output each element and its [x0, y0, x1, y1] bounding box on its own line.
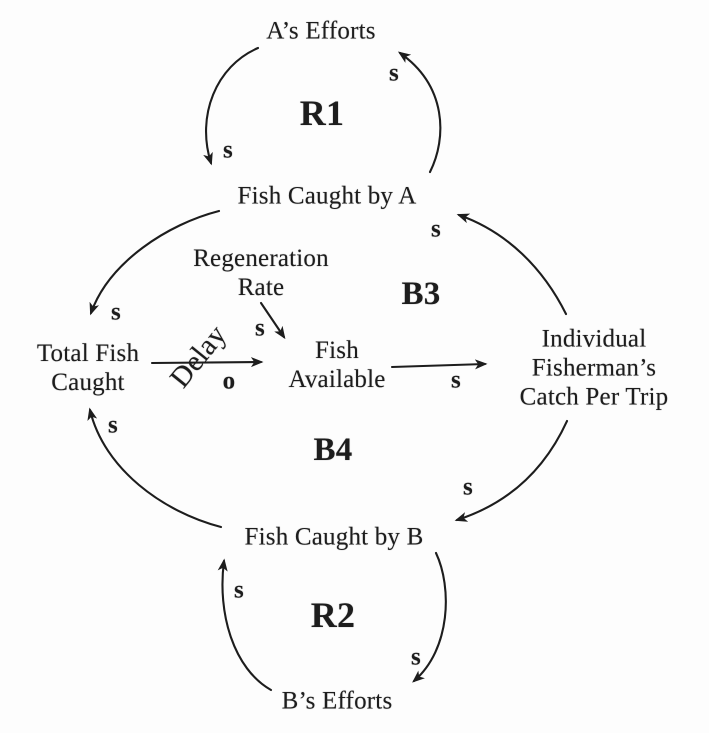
loop-label-r1: R1	[299, 93, 345, 134]
node-line: Fish	[315, 337, 359, 364]
polarity-individual-catch-to-fish-caught-by-b: s	[463, 473, 473, 501]
node-total-fish-caught: Total Fish Caught	[37, 339, 139, 397]
node-a-efforts: A’s Efforts	[266, 17, 376, 45]
arrow-regeneration-rate-to-fish-available	[259, 301, 286, 340]
node-line: Fisherman’s	[531, 354, 657, 382]
polarity-total-fish-caught-to-fish-available: o	[222, 367, 236, 395]
node-individual-catch-per-trip: Individual Fisherman’s Catch Per Trip	[520, 325, 669, 412]
polarity-a-efforts-to-fish-caught-by-a: s	[223, 136, 233, 164]
node-fish-caught-by-b: Fish Caught by B	[244, 523, 424, 551]
arrow-individual-catch-to-fish-caught-by-b	[454, 419, 569, 522]
node-regeneration-rate: Regeneration Rate	[193, 244, 329, 302]
arrow-fish-caught-by-b-to-total-fish-caught	[87, 407, 223, 529]
polarity-fish-available-to-individual-catch: s	[451, 366, 461, 394]
loop-label-r2: R2	[310, 595, 356, 636]
arrow-a-efforts-to-fish-caught-by-a	[203, 46, 260, 166]
polarity-fish-caught-by-b-to-total-fish-caught: s	[108, 411, 118, 439]
loop-label-b3: B3	[401, 275, 441, 312]
arrow-total-fish-caught-to-fish-available	[150, 357, 264, 368]
polarity-fish-caught-by-a-to-a-efforts: s	[389, 59, 399, 87]
arrow-fish-caught-by-a-to-a-efforts	[397, 51, 442, 174]
loop-label-b4: B4	[313, 431, 353, 468]
arrow-b-efforts-to-fish-caught-by-b	[217, 558, 273, 692]
node-line: Available	[288, 366, 386, 393]
node-b-efforts: B’s Efforts	[281, 687, 393, 715]
polarity-regeneration-rate-to-fish-available: s	[255, 314, 265, 342]
polarity-individual-catch-to-fish-caught-by-a: s	[431, 215, 441, 243]
node-line: Total Fish	[36, 340, 140, 367]
node-line: Caught	[51, 369, 125, 396]
node-fish-caught-by-a: Fish Caught by A	[237, 182, 417, 210]
arrow-fish-caught-by-b-to-b-efforts	[412, 551, 447, 683]
node-fish-available: Fish Available	[288, 336, 385, 394]
polarity-fish-caught-by-a-to-total-fish-caught: s	[111, 298, 121, 326]
node-line: Catch Per Trip	[519, 383, 669, 411]
polarity-b-efforts-to-fish-caught-by-b: s	[234, 576, 244, 604]
node-line: Individual	[541, 325, 647, 353]
arrow-fish-caught-by-a-to-total-fish-caught	[89, 209, 221, 316]
node-line: Regeneration	[193, 245, 329, 272]
arrow-fish-available-to-individual-catch	[390, 359, 488, 370]
arrow-individual-catch-to-fish-caught-by-a	[456, 213, 568, 316]
node-line: Rate	[237, 274, 285, 301]
polarity-fish-caught-by-b-to-b-efforts: s	[411, 643, 421, 671]
